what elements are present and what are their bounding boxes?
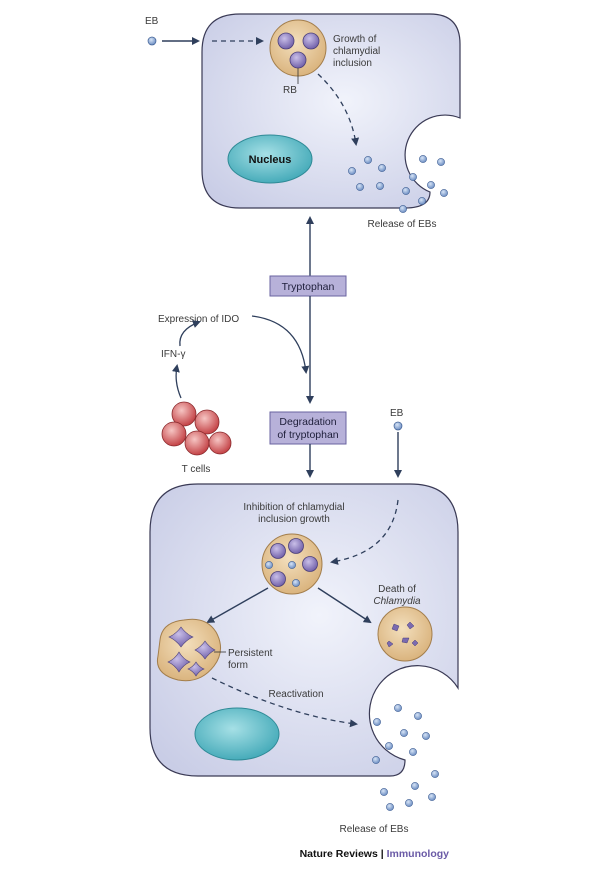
t-cells-cluster bbox=[161, 401, 232, 456]
top-eb-particle bbox=[147, 36, 157, 46]
t-cell bbox=[161, 421, 187, 447]
journal-section: Immunology bbox=[387, 848, 450, 860]
tryptophan-box: Tryptophan bbox=[269, 275, 347, 297]
persistent-label-2: form bbox=[228, 660, 248, 671]
eb-particle bbox=[292, 579, 300, 587]
eb-particle bbox=[364, 156, 372, 164]
eb-particle bbox=[431, 770, 439, 778]
inhibition-label-2: inclusion growth bbox=[258, 514, 330, 525]
eb-particle bbox=[400, 729, 408, 737]
eb-particle bbox=[376, 182, 384, 190]
death-arrow bbox=[317, 587, 372, 624]
eb-particle bbox=[265, 561, 273, 569]
inhibition-label-1: Inhibition of chlamydial bbox=[243, 502, 344, 513]
t-cell bbox=[208, 431, 232, 455]
persistent-body bbox=[168, 626, 194, 648]
t-cell bbox=[184, 430, 210, 456]
ifn-label: IFN-γ bbox=[161, 349, 185, 360]
reactivation-dashed-arrow bbox=[211, 677, 358, 728]
tcell-curve-arrow bbox=[171, 364, 182, 399]
eb-particle bbox=[422, 732, 430, 740]
eb-particle bbox=[373, 718, 381, 726]
eb-particle bbox=[411, 782, 419, 790]
rb-particle bbox=[288, 538, 304, 554]
eb-particle bbox=[405, 799, 413, 807]
growth-label-3: inclusion bbox=[333, 58, 372, 69]
growth-label-2: chlamydial bbox=[333, 46, 380, 57]
top-eb-label: EB bbox=[145, 16, 159, 27]
rb-particle bbox=[270, 571, 286, 587]
death-label-2: Chlamydia bbox=[373, 596, 421, 607]
rb-label: RB bbox=[283, 85, 297, 96]
journal-credit: Nature Reviews | Immunology bbox=[300, 848, 450, 860]
eb-particle bbox=[409, 748, 417, 756]
ido-label: Expression of IDO bbox=[158, 314, 239, 325]
journal-name: Nature Reviews bbox=[300, 848, 378, 860]
reactivation-label: Reactivation bbox=[268, 689, 323, 700]
nucleus bbox=[227, 134, 313, 184]
bottom-cell: Inhibition of chlamydial inclusion growt… bbox=[149, 483, 459, 835]
tcells-label: T cells bbox=[182, 464, 211, 475]
dead-rb-fragment bbox=[411, 639, 419, 647]
eb-particle bbox=[409, 173, 417, 181]
growth-label: Growth of bbox=[333, 34, 377, 45]
tryptophan-label: Tryptophan bbox=[282, 281, 335, 293]
dead-inclusion bbox=[377, 606, 433, 662]
degradation-label-2: of tryptophan bbox=[277, 429, 338, 441]
ido-curve-arrow bbox=[251, 315, 310, 374]
eb-particle bbox=[385, 742, 393, 750]
eb-particle bbox=[356, 183, 364, 191]
eb-particle bbox=[402, 187, 410, 195]
eb-particle bbox=[428, 793, 436, 801]
nucleus bbox=[194, 707, 280, 761]
release-dashed-arrow bbox=[317, 73, 360, 146]
eb-particle bbox=[414, 712, 422, 720]
t-cell bbox=[171, 401, 197, 427]
rb-particle bbox=[277, 32, 295, 50]
dead-rb-fragment bbox=[401, 637, 410, 644]
eb-particle bbox=[419, 155, 427, 163]
t-cell bbox=[194, 409, 220, 435]
eb-particle bbox=[427, 181, 435, 189]
rb-particle bbox=[302, 32, 320, 50]
dead-rb-fragment bbox=[391, 623, 400, 632]
dead-rb-fragment bbox=[406, 621, 415, 630]
persistent-body bbox=[194, 640, 216, 660]
degradation-box: Degradation of tryptophan bbox=[269, 411, 347, 445]
eb-particle bbox=[372, 756, 380, 764]
eb-particle bbox=[440, 189, 448, 197]
persistent-body bbox=[167, 651, 191, 673]
journal-separator: | bbox=[378, 848, 387, 860]
eb-particle bbox=[437, 158, 445, 166]
ifn-curve-arrow bbox=[179, 320, 201, 347]
eb-particle bbox=[394, 704, 402, 712]
death-label-1: Death of bbox=[378, 584, 416, 595]
rb-particle bbox=[302, 556, 318, 572]
persistent-body bbox=[187, 661, 205, 677]
top-cell: Nucleus RB Growth of chlamydial inclusio… bbox=[201, 13, 461, 230]
bottom-eb-particle bbox=[393, 421, 403, 431]
bottom-eb-label: EB bbox=[390, 408, 404, 419]
eb-particle bbox=[348, 167, 356, 175]
nucleus-label: Nucleus bbox=[249, 154, 292, 166]
eb-particle bbox=[380, 788, 388, 796]
eb-particle bbox=[386, 803, 394, 811]
eb-particle bbox=[378, 164, 386, 172]
eb-particle bbox=[399, 205, 407, 213]
dead-rb-fragment bbox=[386, 640, 394, 648]
top-cell-membrane bbox=[201, 13, 461, 209]
persistent-label-1: Persistent bbox=[228, 648, 273, 659]
top-release-label: Release of EBs bbox=[368, 219, 437, 230]
rb-particle bbox=[289, 51, 307, 69]
persistent-arrow bbox=[206, 587, 269, 623]
eb-particle bbox=[288, 561, 296, 569]
degradation-label-1: Degradation bbox=[279, 416, 336, 428]
eb-entry-dashed-arrow bbox=[330, 499, 399, 565]
eb-particle bbox=[418, 197, 426, 205]
bottom-cell-membrane bbox=[149, 483, 459, 777]
bottom-release-label: Release of EBs bbox=[340, 824, 409, 835]
rb-particle bbox=[270, 543, 286, 559]
